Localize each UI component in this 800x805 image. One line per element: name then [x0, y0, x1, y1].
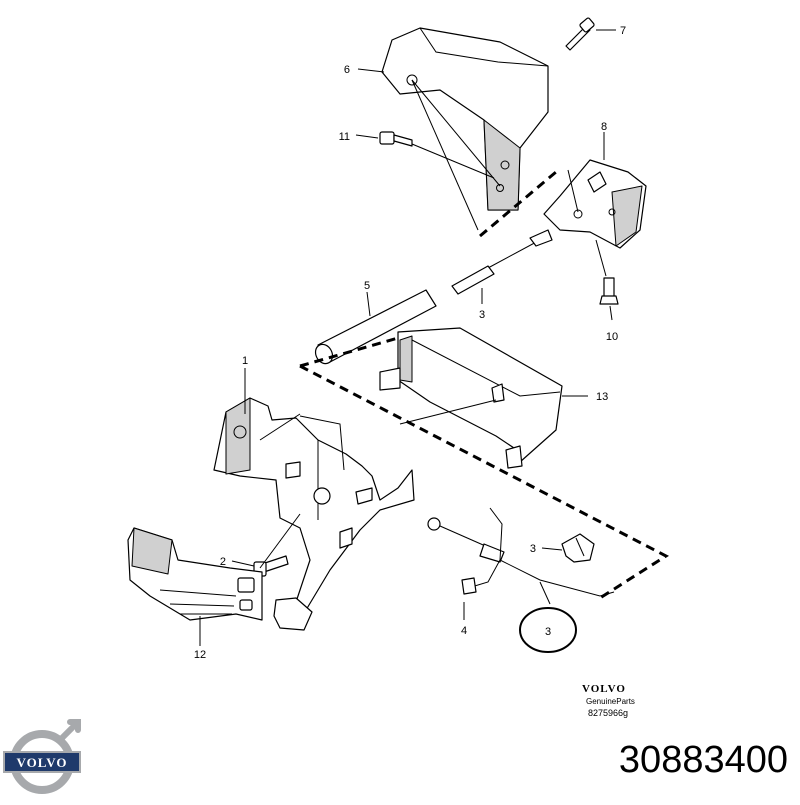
leader-lines [199, 29, 616, 646]
bolt-10 [599, 277, 619, 305]
callout-10: 10 [606, 331, 618, 343]
cable-top-3 [451, 229, 553, 295]
callout-9: 8 [601, 121, 607, 133]
bolt-8 [565, 17, 595, 51]
bracket-7 [381, 27, 549, 211]
dashed-link-housing [299, 336, 399, 368]
callout-3-upper: 3 [479, 309, 485, 321]
dashed-link-diagonal [299, 364, 670, 600]
callout-12: 12 [194, 649, 206, 661]
callout-1: 1 [242, 355, 248, 367]
callout-7: 6 [344, 64, 350, 76]
callout-6: 5 [364, 280, 370, 292]
callout-11: 11 [339, 131, 350, 143]
housing-13 [379, 327, 563, 469]
callout-5: 4 [461, 625, 467, 637]
callout-13: 13 [596, 391, 608, 403]
bracket-9 [543, 159, 647, 249]
callout-8: 7 [620, 25, 626, 37]
genuine-parts-text: GenuineParts [586, 697, 635, 706]
callout-2: 2 [220, 556, 226, 568]
dashed-link-upper [479, 170, 557, 238]
callout-3-lower: 3 [545, 626, 551, 638]
drawing-code: 8275966g [588, 708, 629, 718]
part-number: 30883400 [618, 739, 788, 781]
pedal-12 [127, 527, 263, 621]
brand-name: VOLVO [582, 683, 626, 695]
cable-lower-3 [427, 507, 615, 597]
volvo-logo-text: VOLVO [17, 755, 68, 770]
volvo-logo: VOLVO [3, 719, 81, 794]
bolt-11 [379, 131, 413, 147]
callout-4: 3 [530, 543, 536, 555]
callout-3-circle [519, 607, 577, 653]
pedal-box-1 [213, 397, 415, 631]
clip-4 [561, 533, 595, 563]
